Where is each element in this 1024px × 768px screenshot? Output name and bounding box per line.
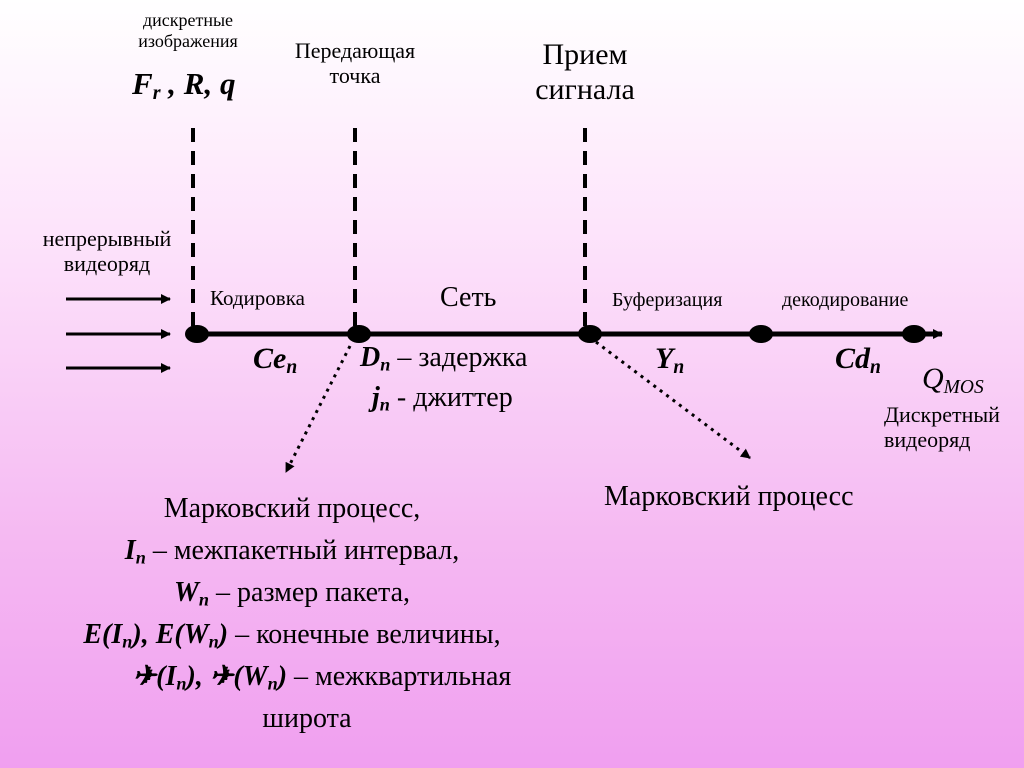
tx-point-label: Передающая точка [270,38,440,89]
buffering-label: Буферизация [612,289,723,311]
iqr-icon: ✈ [132,661,157,692]
continuous-line1: непрерывный [42,226,172,251]
discrete-video-line1: Дискретный [884,402,1000,427]
discrete-images-line1: дискретные [142,10,234,30]
delay-label: Dn – задержка [360,342,528,375]
rx-signal-label: Прием сигнала [510,38,660,107]
discrete-video-line2: видеоряд [884,427,971,453]
discrete-images-line2: изображения [138,30,238,51]
rx-signal-line2: сигнала [535,72,635,106]
continuous-video-label: непрерывный видеоряд [18,226,196,277]
markov-line2: In – межпакетный интервал, [124,535,460,568]
qmos-label: QMOS [922,362,984,398]
markov-left-block: Марковский процесс, In – межпакетный инт… [22,488,562,740]
tx-point-line1: Передающая [294,38,416,63]
markov-line5: ✈(In), ✈(Wn) – межквартильная [132,661,512,694]
markov-right-label: Марковский процесс [604,481,854,512]
iqr-icon: ✈ [209,661,234,692]
markov-line4: E(In), E(Wn) – конечные величины, [83,619,501,652]
node-decoder [902,325,926,343]
encoding-params: Fr , R, q [132,66,236,105]
discrete-images-label: дискретные изображения [118,10,258,51]
coding-label: Кодировка [210,286,305,310]
discrete-video-label: Дискретный видеоряд [884,402,1024,453]
markov-line1: Марковский процесс, [163,493,421,524]
node-source [185,325,209,343]
tx-point-line2: точка [329,63,381,89]
cdn-label: Cdn [835,342,881,378]
ce-label: Cen [253,342,298,378]
node-buffer [749,325,773,343]
markov-line3: Wn – размер пакета, [173,577,411,610]
rx-signal-line1: Прием [542,38,628,71]
node-tx [347,325,371,343]
node-rx [578,325,602,343]
decoding-label: декодирование [782,289,909,311]
network-label: Сеть [440,282,497,313]
markov-line6: широта [262,703,352,734]
jitter-label: jn - джиттер [372,382,513,415]
dotted-arrow-right [595,340,751,460]
yn-label: Yn [655,342,685,378]
continuous-line2: видеоряд [63,251,151,277]
